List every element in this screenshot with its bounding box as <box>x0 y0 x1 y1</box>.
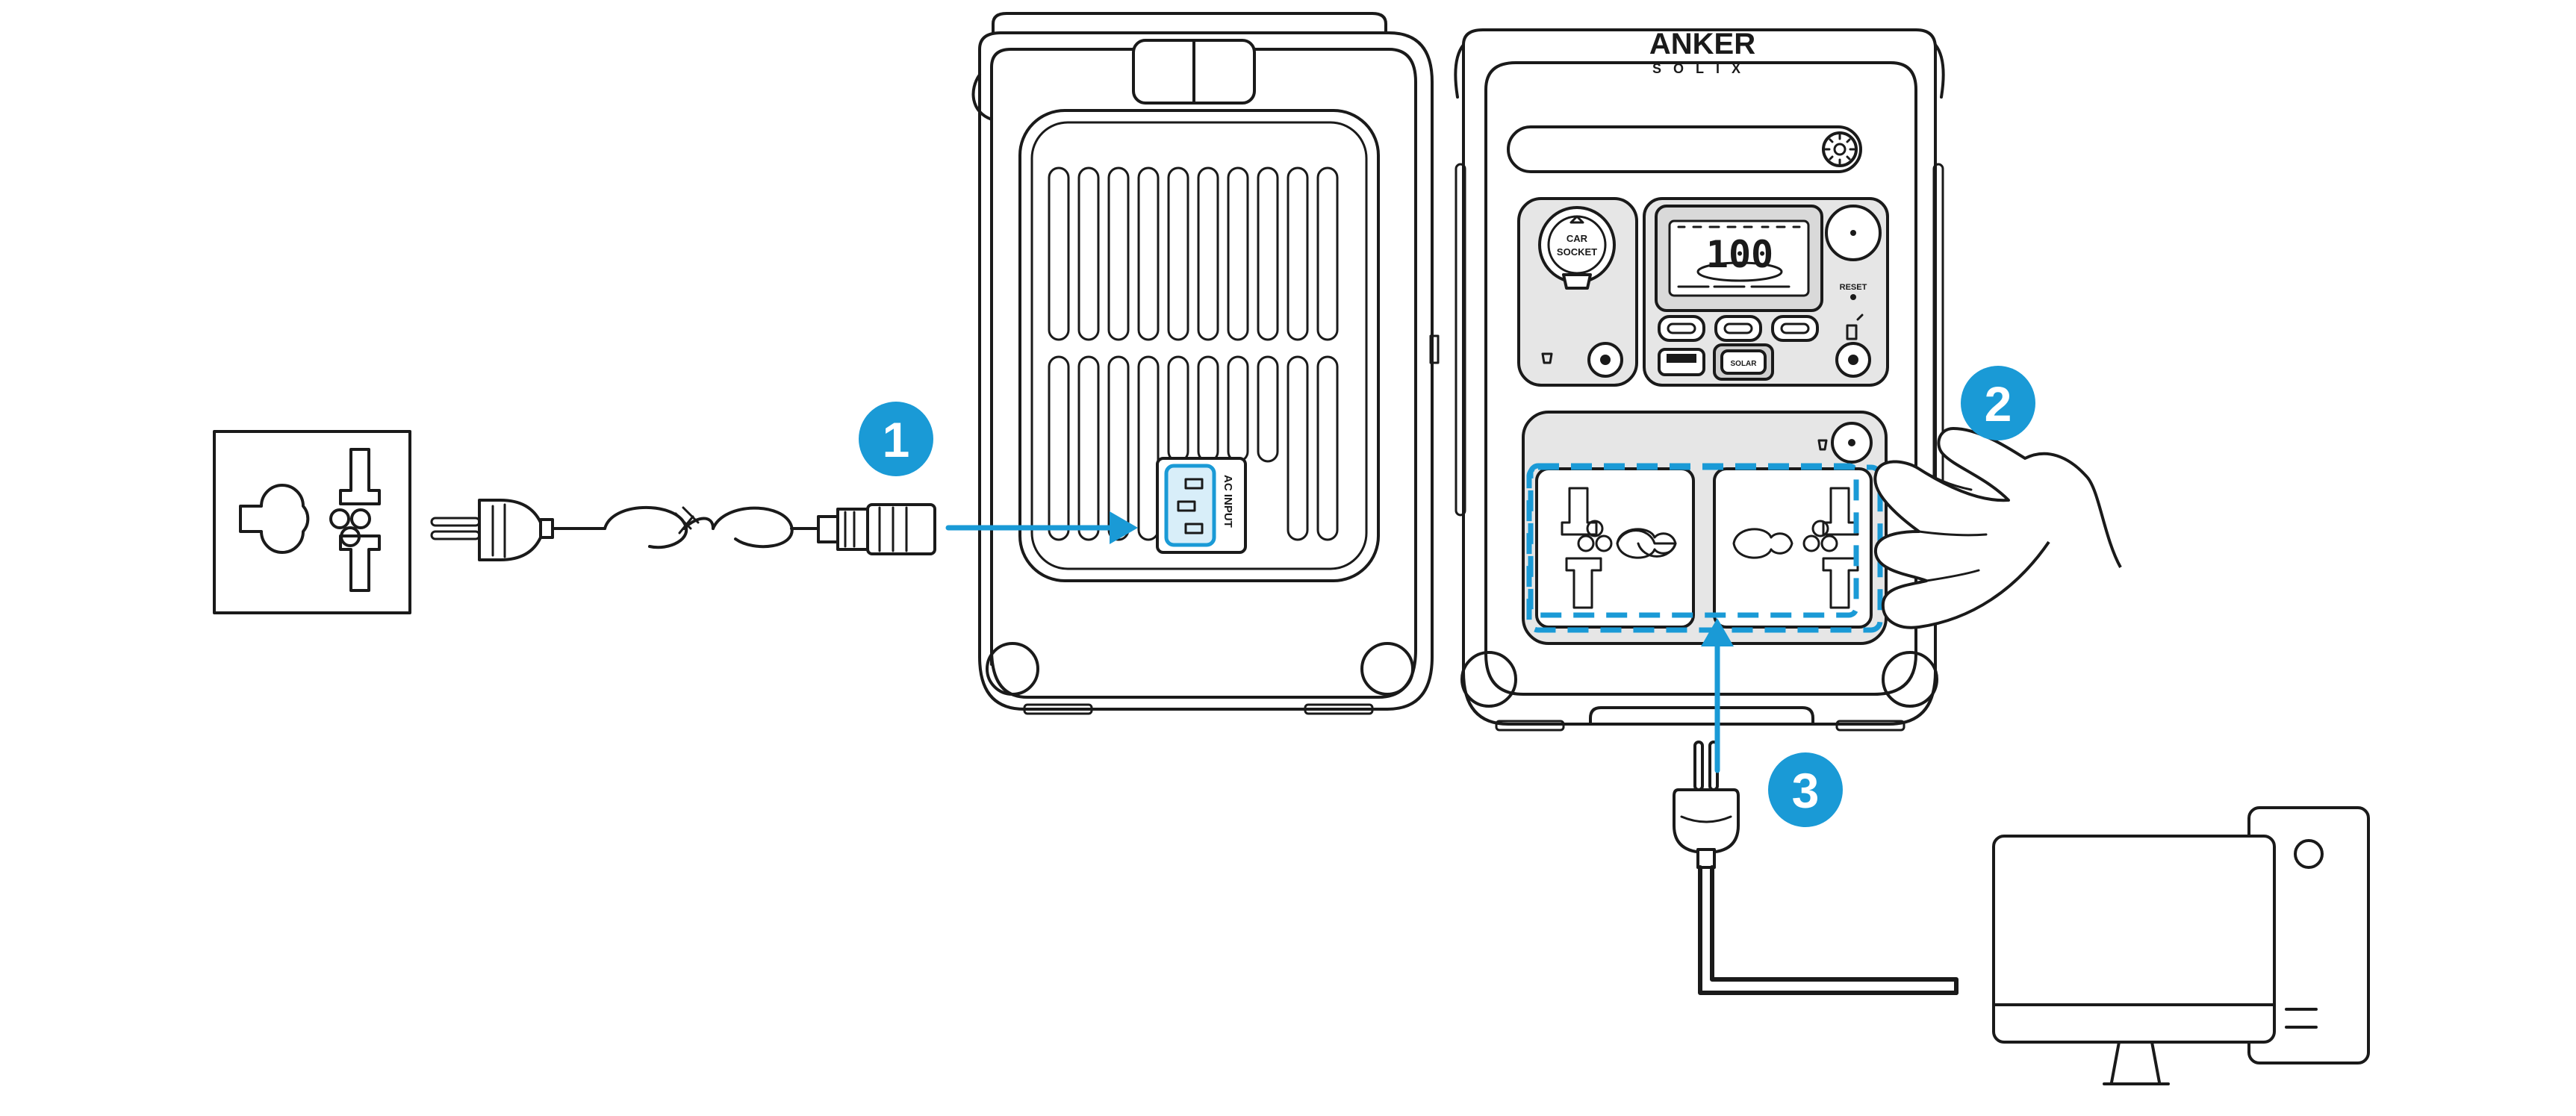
plug-icon <box>1673 741 1959 995</box>
car-socket-label-1: CAR <box>1567 233 1588 244</box>
step-1-number: 1 <box>883 412 910 467</box>
power-cord-icon <box>430 499 936 561</box>
power-station-back: AC INPUT <box>971 12 1440 715</box>
brand-sub: SOLIX <box>1652 61 1752 76</box>
car-socket-label-2: SOCKET <box>1557 246 1597 258</box>
light-icon <box>1824 134 1855 165</box>
lcd-value: 100 <box>1706 233 1773 276</box>
ac-input-label: AC INPUT <box>1222 475 1234 528</box>
outlet-left-icon <box>1561 487 1677 609</box>
power-station-front: ANKER SOLIX CAR SOCKET 100 RESET <box>1454 28 1945 732</box>
computer-icon <box>1992 806 2370 1085</box>
hand-icon <box>1873 427 2122 629</box>
brand-name: ANKER <box>1649 28 1755 60</box>
step-badge-2: 2 <box>1961 366 2035 440</box>
step-3-number: 3 <box>1792 763 1820 818</box>
step-badge-1: 1 <box>859 402 933 476</box>
wall-socket-icon <box>213 430 411 614</box>
arrow-to-ac-input <box>945 511 1138 544</box>
solar-label: SOLAR <box>1731 360 1758 368</box>
step-badge-3: 3 <box>1768 752 1843 827</box>
reset-label: RESET <box>1840 283 1867 292</box>
arrow-to-outlet <box>1701 618 1734 773</box>
step-2-number: 2 <box>1985 376 2012 431</box>
